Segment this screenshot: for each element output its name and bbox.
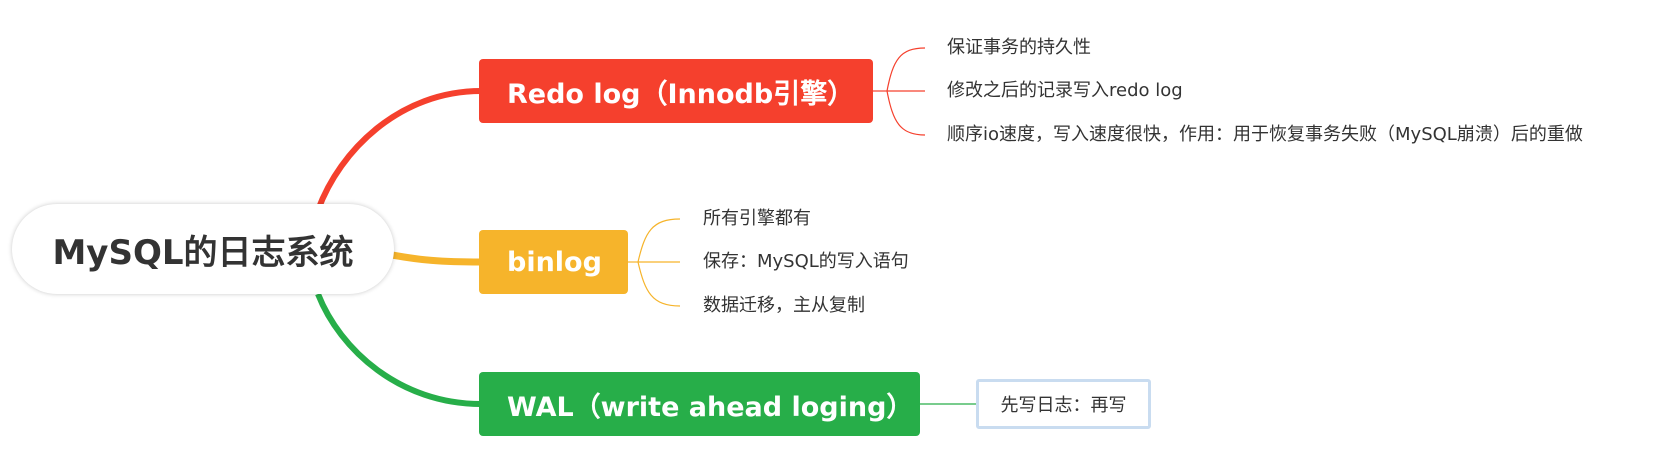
branch-binlog-label: binlog <box>507 246 602 278</box>
binlog-leaf-2[interactable]: 保存：MySQL的写入语句 <box>703 251 909 272</box>
branch-wal[interactable]: WAL（write ahead loging） <box>479 372 920 436</box>
redo-leaf-1[interactable]: 保证事务的持久性 <box>947 37 1091 58</box>
binlog-leaf-1[interactable]: 所有引擎都有 <box>703 208 811 229</box>
wal-leaf-1[interactable]: 先写日志：再写 <box>976 379 1151 429</box>
branch-redo-log-label: Redo log（Innodb引擎） <box>507 78 855 110</box>
connector-root-redo <box>315 88 482 212</box>
branch-binlog[interactable]: binlog <box>479 230 628 294</box>
branch-wal-label: WAL（write ahead loging） <box>507 391 914 423</box>
binlog-leaf-3[interactable]: 数据迁移，主从复制 <box>703 295 865 316</box>
binlog-leaf-connectors <box>628 218 681 307</box>
redo-leaf-connectors <box>873 47 926 136</box>
redo-leaf-2[interactable]: 修改之后的记录写入redo log <box>947 80 1183 101</box>
branch-redo-log[interactable]: Redo log（Innodb引擎） <box>479 59 873 123</box>
connector-root-binlog <box>391 251 482 266</box>
wal-leaf-1-label: 先写日志：再写 <box>1000 395 1127 416</box>
connector-root-wal <box>315 292 482 407</box>
redo-leaf-3[interactable]: 顺序io速度，写入速度很快，作用：用于恢复事务失败（MySQL崩溃）后的重做 <box>947 124 1583 145</box>
root-node[interactable]: MySQL的日志系统 <box>12 204 394 294</box>
root-label: MySQL的日志系统 <box>52 232 354 273</box>
